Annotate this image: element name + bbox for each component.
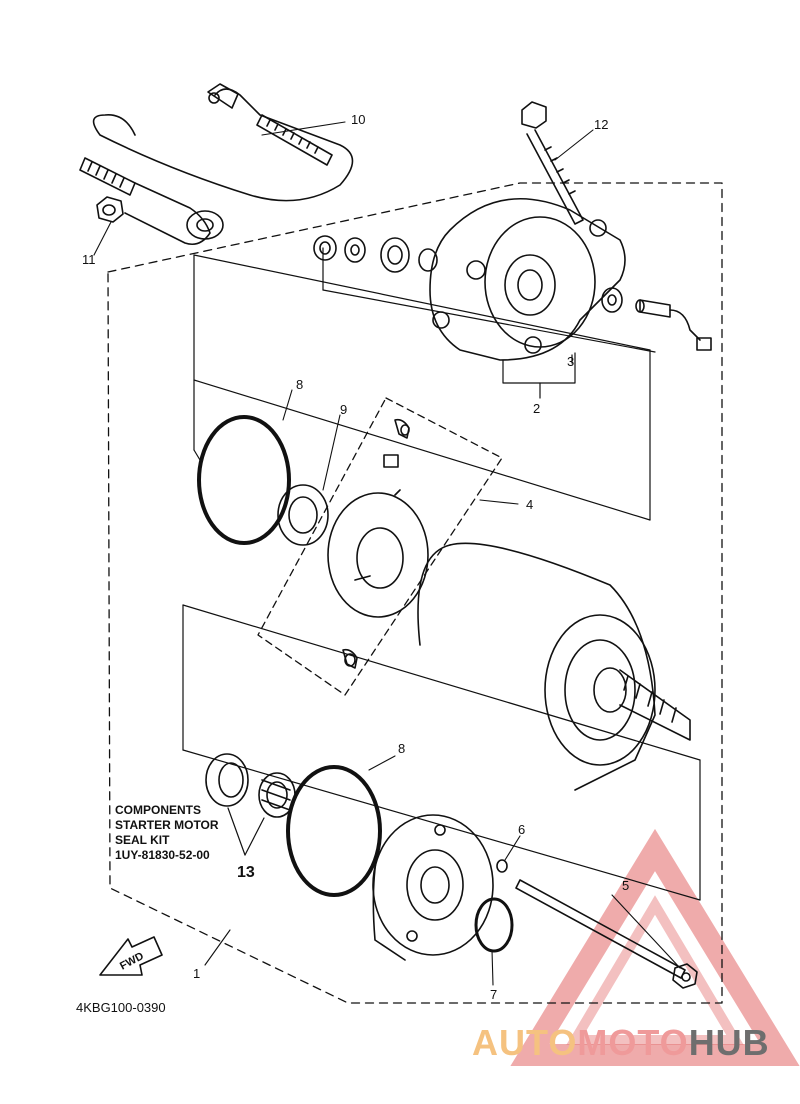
diagram-code: 4KBG100-0390 (76, 1000, 166, 1015)
part-2-3-leaders (502, 352, 576, 399)
watermark-text: AUTOMOTOHUB (472, 1022, 770, 1064)
lower-guide-lines (182, 604, 701, 901)
seal-kit-info: COMPONENTS STARTER MOTOR SEAL KIT 1UY-81… (115, 803, 219, 863)
threaded-terminal-bottom (79, 157, 224, 246)
o-ring-part-7 (474, 897, 514, 953)
upper-guide-lines (193, 247, 656, 521)
assembly-boundary (107, 182, 723, 1004)
callout-2: 2 (533, 401, 541, 416)
front-cover-part-2 (429, 198, 712, 361)
callout-11: 11 (82, 252, 96, 267)
watermark-hub: HUB (688, 1022, 770, 1063)
callout-7: 7 (490, 987, 498, 1002)
watermark-auto: AUTO (472, 1022, 578, 1063)
long-bolt-part-5 (515, 879, 698, 989)
callout-8-upper: 8 (296, 377, 304, 392)
part-13-leaders (227, 807, 265, 856)
threaded-terminal-top (256, 114, 333, 166)
callout-6: 6 (518, 822, 526, 837)
oil-seal-part-13 (205, 753, 249, 807)
info-line-3: SEAL KIT (115, 833, 170, 847)
callout-5: 5 (622, 878, 630, 893)
callout-12: 12 (594, 117, 609, 132)
callout-4: 4 (526, 497, 534, 512)
callout-3: 3 (567, 354, 575, 369)
callout-10: 10 (351, 112, 366, 127)
washer-part-9 (277, 484, 329, 546)
brush-holder-box-part-4 (257, 397, 503, 696)
fwd-arrow-icon (99, 936, 163, 976)
rear-cover (372, 814, 494, 961)
callout-8-lower: 8 (398, 741, 406, 756)
terminal-washers (313, 235, 438, 273)
o-ring-part-6 (496, 859, 508, 873)
lead-wire-part-10 (79, 83, 354, 246)
callout-9: 9 (340, 402, 348, 417)
info-line-4: 1UY-81830-52-00 (115, 848, 210, 862)
callout-1: 1 (193, 966, 201, 981)
watermark-moto: MOTO (577, 1022, 689, 1063)
o-ring-part-8-lower (286, 765, 382, 897)
yoke-assembly-part-1 (417, 542, 691, 791)
nut-part-11 (96, 196, 124, 223)
callout-13: 13 (237, 864, 255, 881)
info-line-2: STARTER MOTOR (115, 818, 219, 832)
bolt-part-12 (521, 101, 584, 225)
o-ring-part-8-upper (197, 415, 291, 545)
leader-lines (93, 121, 681, 986)
brush-holder-part-4 (327, 418, 429, 669)
info-line-1: COMPONENTS (115, 803, 202, 817)
